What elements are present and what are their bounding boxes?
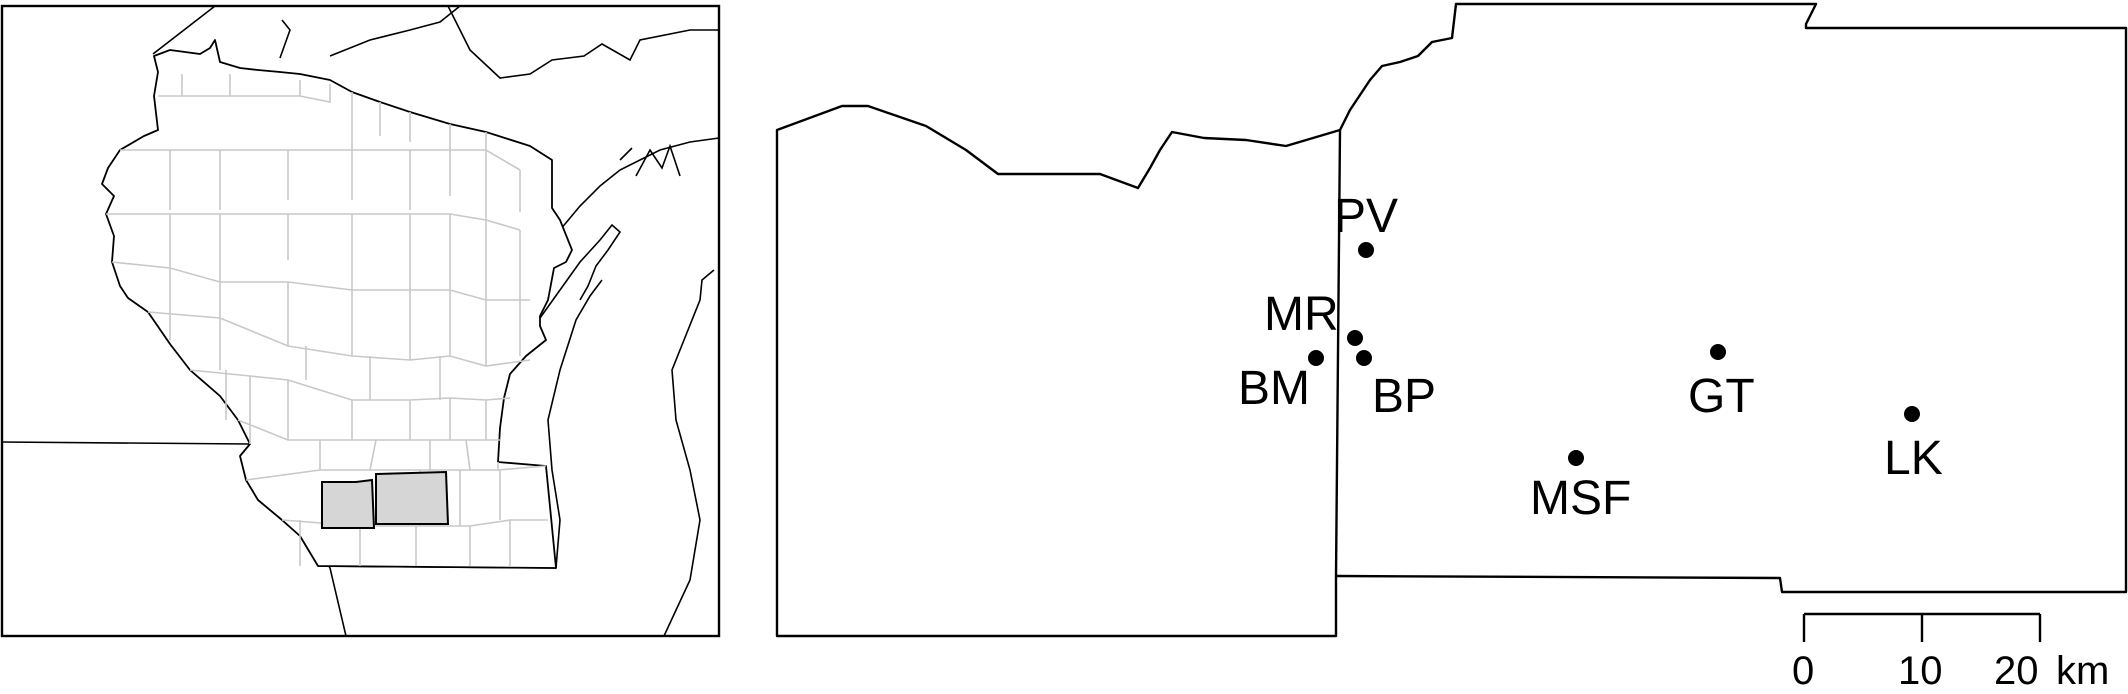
study-sites: PV MR BM BP GT MSF LK (1238, 190, 1943, 525)
scale-tick-0: 0 (1792, 649, 1814, 693)
locator-map (0, 4, 721, 638)
scale-bar-line (1802, 612, 2042, 642)
scale-bar: 0 10 20 km (1792, 612, 2109, 693)
michigan-shore-west (547, 279, 603, 569)
highlighted-county-west (321, 478, 376, 529)
upper-peninsula-border (152, 5, 719, 79)
detail-county-east (1335, 2, 2128, 594)
upper-michigan-shore (529, 137, 720, 263)
door-peninsula (539, 223, 622, 319)
scale-unit: km (2056, 649, 2109, 693)
site-label-mr: MR (1264, 288, 1339, 341)
lake-michigan-islands (619, 143, 681, 177)
site-marker (1568, 450, 1584, 466)
site-marker (1904, 406, 1920, 422)
scale-tick-20: 20 (1994, 649, 2039, 693)
site-label-pv: PV (1334, 190, 1398, 243)
site-label-gt: GT (1688, 370, 1755, 423)
site-marker (1358, 242, 1374, 258)
site-label-bm: BM (1238, 362, 1310, 415)
keweenaw-border (279, 5, 461, 59)
scale-tick-10: 10 (1898, 649, 1943, 693)
site-label-msf: MSF (1530, 472, 1631, 525)
highlighted-county-east (375, 470, 450, 525)
site-marker (1308, 350, 1324, 366)
site-marker (1347, 330, 1363, 346)
site-label-bp: BP (1372, 370, 1436, 423)
michigan-east-shore (663, 269, 715, 637)
site-label-lk: LK (1884, 432, 1943, 485)
site-marker (1356, 350, 1372, 366)
county-boundaries (106, 74, 548, 566)
site-marker (1710, 344, 1726, 360)
detail-map: PV MR BM BP GT MSF LK 0 10 20 km (775, 2, 2128, 693)
